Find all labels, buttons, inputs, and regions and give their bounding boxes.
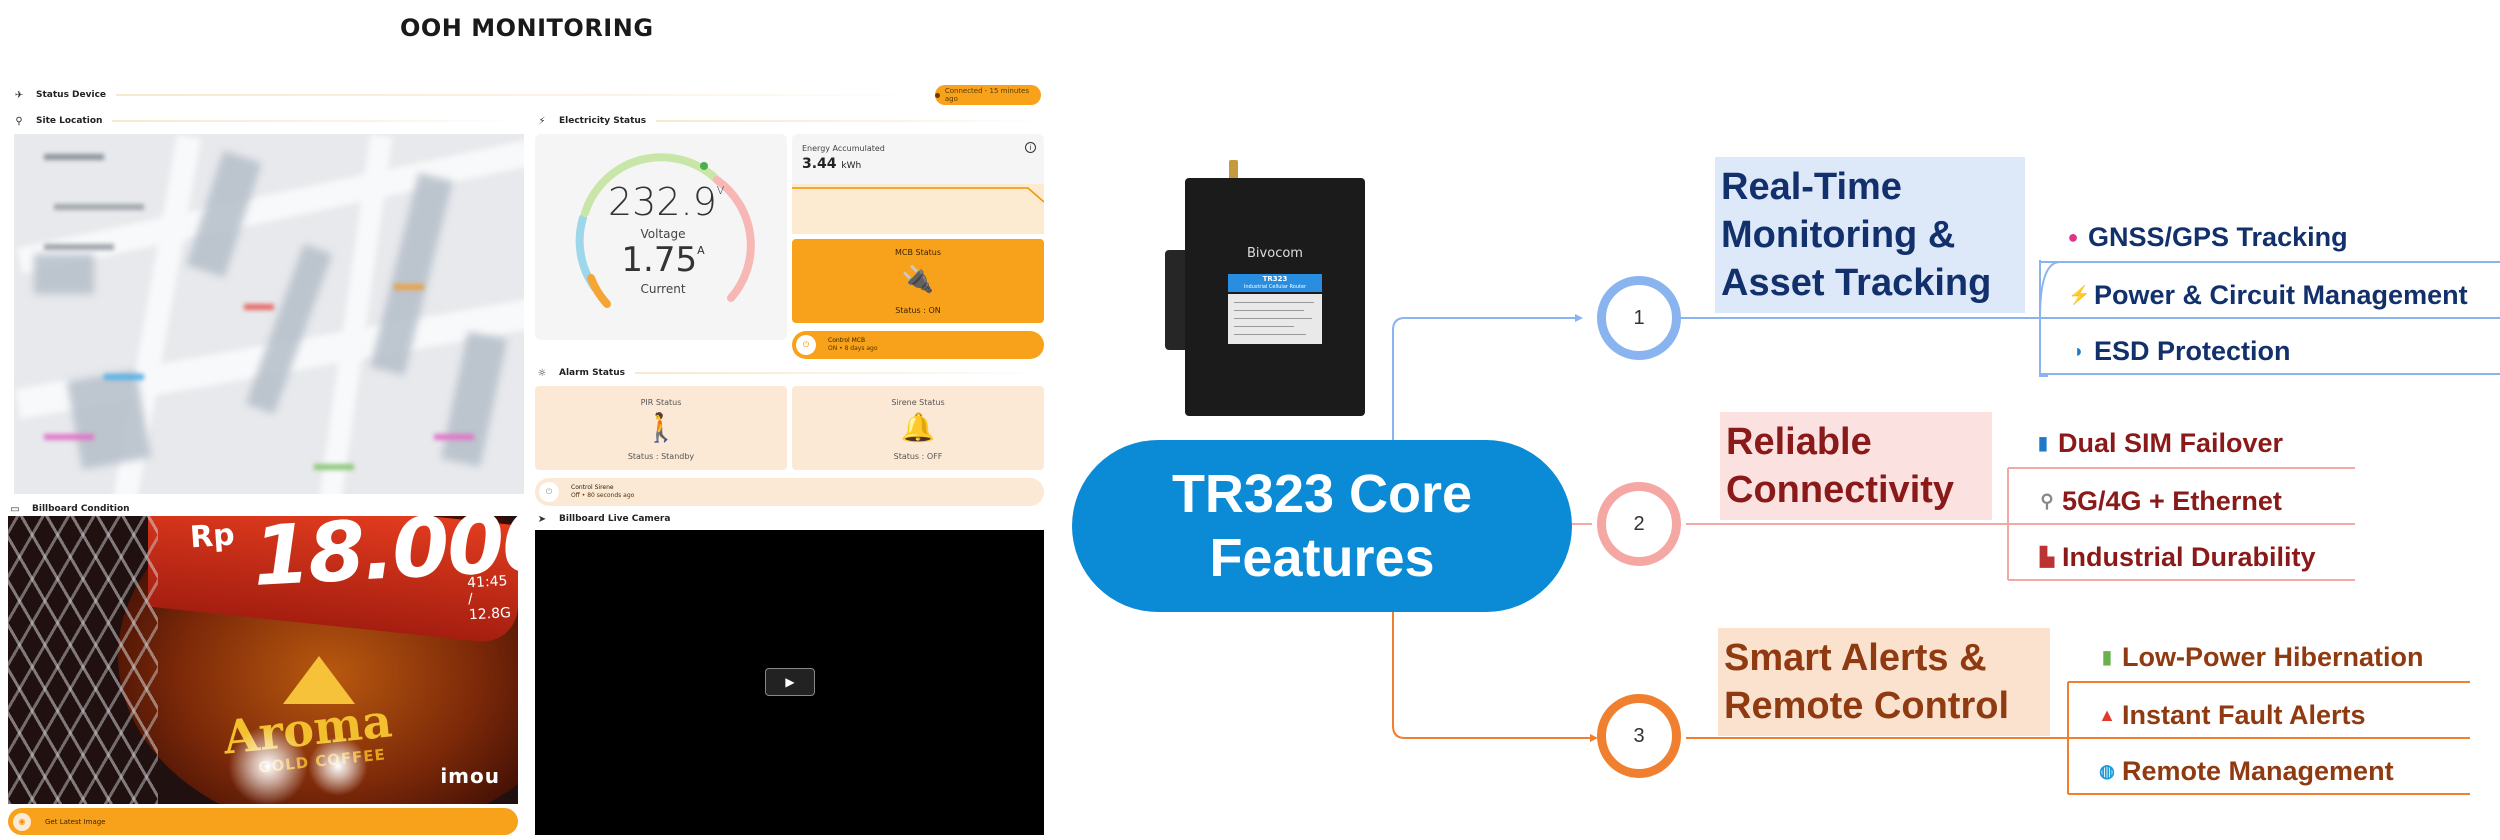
play-icon[interactable]: ▶	[765, 668, 815, 696]
billboard-icon: ▭	[10, 503, 20, 515]
alarm-icon: ☼	[537, 367, 547, 379]
toggle-icon: ⏻	[539, 482, 559, 502]
alarm-status-header: ☼ Alarm Status	[535, 364, 1044, 382]
siren-status-text: Status : OFF	[893, 452, 943, 461]
siren-status-title: Sirene Status	[891, 398, 945, 407]
map-pin-icon: ●	[2067, 226, 2079, 247]
control-mcb-label: Control MCB	[828, 337, 866, 344]
electricity-status-label: Electricity Status	[559, 116, 647, 126]
site-location-map[interactable]	[14, 134, 524, 494]
energy-chart	[792, 184, 1045, 234]
factory-icon: ▙	[2040, 546, 2054, 567]
camera-icon: ➤	[537, 513, 547, 525]
control-siren-label: Control Sirene	[571, 484, 614, 491]
control-siren-toggle[interactable]: ⏻ Control Sirene Off • 80 seconds ago	[535, 478, 1044, 506]
siren-status-card: Sirene Status 🔔 Status : OFF	[792, 386, 1044, 470]
divider	[116, 94, 930, 96]
mcb-status-text: Status : ON	[895, 306, 941, 315]
feature-gnss-gps: ● GNSS/GPS Tracking	[2062, 208, 2348, 266]
feature-remote-management: ◍ Remote Management	[2096, 742, 2393, 800]
feature-instant-alerts: ▲ Instant Fault Alerts	[2096, 686, 2365, 744]
pir-status-card: PIR Status 🚶 Status : Standby	[535, 386, 787, 470]
divider	[656, 120, 1044, 122]
brand-logo-icon	[283, 656, 355, 704]
billboard-price-suffix: 41:45/ 12.8G	[466, 573, 512, 624]
energy-accumulated-card: Energy Accumulated 3.44 kWh i	[792, 134, 1045, 234]
mcb-status-card: MCB Status 🔌 Status : ON	[792, 239, 1044, 323]
signal-bars-icon: ▮	[2038, 432, 2048, 453]
billboard-price-prefix: Rp	[188, 517, 236, 556]
status-device-label: Status Device	[36, 90, 107, 100]
current-value: 1.75A	[621, 240, 705, 280]
shield-icon: ◗	[2073, 340, 2085, 361]
control-mcb-sub: ON • 8 days ago	[828, 345, 878, 352]
energy-label: Energy Accumulated	[802, 144, 885, 153]
site-location-header: ⚲ Site Location	[12, 112, 524, 130]
status-dot-icon	[935, 92, 940, 98]
voltage-value: 232.9V	[608, 180, 725, 224]
billboard-truss	[8, 516, 158, 804]
live-camera-label: Billboard Live Camera	[559, 514, 671, 524]
divider	[635, 372, 1044, 374]
lightning-icon: ⚡	[2068, 284, 2091, 305]
billboard-image: Rp 18.000 41:45/ 12.8G Aroma GOLD COFFEE…	[8, 516, 518, 804]
branch-number-3: 3	[1597, 694, 1681, 778]
info-icon[interactable]: i	[1025, 142, 1036, 153]
gauge-dial	[575, 153, 755, 308]
pir-status-title: PIR Status	[640, 398, 682, 407]
mcb-status-title: MCB Status	[894, 248, 941, 257]
category-realtime-monitoring: Real-Time Monitoring & Asset Tracking	[1715, 157, 2025, 313]
camera-watermark: imou	[440, 764, 500, 788]
camera-icon: ◉	[13, 812, 31, 831]
divider	[112, 120, 524, 122]
lightning-icon: ⚡	[538, 115, 546, 127]
feature-power-circuit: ⚡ Power & Circuit Management	[2068, 279, 2468, 310]
control-mcb-toggle[interactable]: ⏻ Control MCB ON • 8 days ago	[792, 331, 1044, 359]
dashboard-title: OOH MONITORING	[400, 14, 654, 42]
get-latest-image-button[interactable]: ◉ Get Latest Image	[8, 808, 518, 835]
category-smart-alerts: Smart Alerts & Remote Control	[1718, 628, 2050, 736]
feature-5g-4g-ethernet: ⚲ 5G/4G + Ethernet	[2036, 472, 2281, 530]
pir-status-text: Status : Standby	[627, 452, 695, 461]
feature-industrial-durability: ▙ Industrial Durability	[2036, 528, 2315, 586]
live-camera-player[interactable]: ▶	[535, 530, 1044, 835]
connection-status-badge: Connected - 15 minutes ago	[935, 85, 1041, 105]
antenna	[1229, 160, 1238, 180]
live-camera-header: ➤ Billboard Live Camera	[535, 510, 1044, 528]
device-brand: Bivocom	[1247, 246, 1303, 261]
feature-dual-sim: ▮ Dual SIM Failover	[2032, 414, 2283, 472]
satellite-icon: ✈	[14, 89, 24, 101]
energy-value: 3.44 kWh	[802, 156, 862, 172]
device-spec-label	[1228, 294, 1322, 344]
device-model-stripe: TR323 Industrial Cellular Router	[1228, 274, 1322, 292]
connection-status-text: Connected - 15 minutes ago	[944, 87, 1029, 103]
router-device-image: Bivocom TR323 Industrial Cellular Router	[1185, 178, 1365, 416]
branch-number-2: 2	[1597, 482, 1681, 566]
globe-icon: ◍	[2099, 760, 2115, 781]
site-location-label: Site Location	[36, 116, 103, 126]
control-siren-sub: Off • 80 seconds ago	[571, 492, 635, 499]
bell-icon: 🔔	[900, 411, 936, 444]
branch-number-1: 1	[1597, 276, 1681, 360]
battery-icon: ▮	[2102, 646, 2112, 667]
feature-esd-protection: ◗ ESD Protection	[2068, 322, 2291, 380]
voltage-label: Voltage	[640, 227, 686, 241]
toggle-icon: ⏻	[796, 335, 816, 355]
location-pin-icon: ⚲	[15, 115, 23, 127]
voltage-current-gauge: 232.9V Voltage 1.75A Current	[535, 134, 787, 340]
category-reliable-connectivity: Reliable Connectivity	[1720, 412, 1992, 520]
billboard-condition-header: ▭ Billboard Condition	[8, 500, 518, 518]
status-device-header: ✈ Status Device	[12, 86, 930, 104]
alarm-status-label: Alarm Status	[559, 368, 625, 378]
antenna-icon: ⚲	[2040, 490, 2054, 511]
feature-low-power: ▮ Low-Power Hibernation	[2096, 628, 2423, 686]
siren-icon: ▲	[2098, 704, 2116, 725]
motion-sensor-icon: 🚶	[643, 411, 679, 444]
power-plug-icon: 🔌	[901, 265, 935, 295]
get-latest-image-label: Get Latest Image	[45, 817, 106, 826]
billboard-condition-label: Billboard Condition	[32, 504, 130, 514]
electricity-status-header: ⚡ Electricity Status	[535, 112, 1044, 130]
current-label: Current	[640, 282, 686, 296]
